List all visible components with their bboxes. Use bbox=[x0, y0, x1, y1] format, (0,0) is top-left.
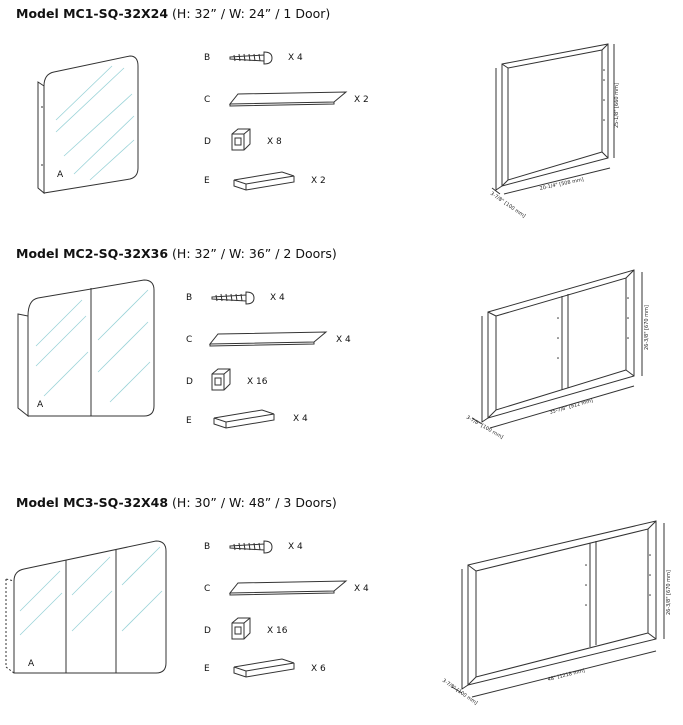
model-spec: (H: 32” / W: 24” / 1 Door) bbox=[168, 6, 331, 21]
cabinet-illustration bbox=[37, 55, 139, 195]
shelf-icon bbox=[208, 331, 328, 347]
model-name: Model MC3-SQ-32X48 bbox=[16, 495, 169, 510]
shelf-icon bbox=[228, 91, 348, 107]
part-c-qty: X 4 bbox=[354, 584, 369, 594]
cabinet-illustration bbox=[17, 279, 155, 418]
part-c-label: C bbox=[186, 335, 193, 345]
screw-icon bbox=[211, 291, 255, 305]
height-dimension: 26-3/8" [670 mm] bbox=[666, 570, 672, 615]
model-spec: (H: 30” / W: 48” / 3 Doors) bbox=[168, 495, 337, 510]
height-dimension: 26-3/8" [670 mm] bbox=[644, 305, 650, 350]
model-name: Model MC2-SQ-32X36 bbox=[16, 246, 169, 261]
model-section-1: Model MC1-SQ-32X24 (H: 32” / W: 24” / 1 … bbox=[0, 6, 683, 236]
part-d-qty: X 16 bbox=[267, 626, 288, 636]
cabinet-illustration bbox=[5, 540, 167, 674]
depth-dimension: 3-7/8" [100 mm] bbox=[441, 678, 479, 707]
model-title: Model MC3-SQ-32X48 (H: 30” / W: 48” / 3 … bbox=[16, 495, 337, 510]
depth-dimension: 3-7/8" [100 mm] bbox=[489, 191, 527, 220]
width-dimension: 20-1/4" [508 mm] bbox=[539, 177, 584, 192]
frame-dimension-drawing: 25-1/8" [660 mm] 20-1/4" [508 mm] 3-7/8"… bbox=[489, 43, 620, 220]
screw-icon bbox=[229, 51, 273, 65]
part-d-label: D bbox=[186, 377, 193, 387]
depth-dimension: 3-7/8" [100 mm] bbox=[465, 415, 504, 441]
part-a-label: A bbox=[37, 400, 44, 410]
part-b-label: B bbox=[186, 293, 193, 303]
part-e-qty: X 4 bbox=[293, 414, 308, 424]
part-c-qty: X 4 bbox=[336, 335, 351, 345]
part-c-label: C bbox=[204, 584, 211, 594]
model-section-2: Model MC2-SQ-32X36 (H: 32” / W: 36” / 2 … bbox=[0, 246, 683, 476]
width-dimension: 35-7/8" [912 mm] bbox=[549, 398, 594, 416]
part-c-label: C bbox=[204, 95, 211, 105]
model-section-3: Model MC3-SQ-32X48 (H: 30” / W: 48” / 3 … bbox=[0, 495, 683, 725]
shelf-clip-icon bbox=[211, 368, 231, 391]
model-title: Model MC1-SQ-32X24 (H: 32” / W: 24” / 1 … bbox=[16, 6, 330, 21]
height-dimension: 25-1/8" [660 mm] bbox=[614, 83, 620, 128]
model-title: Model MC2-SQ-32X36 (H: 32” / W: 36” / 2 … bbox=[16, 246, 337, 261]
part-e-label: E bbox=[204, 664, 210, 674]
part-d-label: D bbox=[204, 137, 211, 147]
part-b-label: B bbox=[204, 53, 211, 63]
shelf-clip-icon bbox=[231, 617, 251, 640]
part-e-label: E bbox=[186, 416, 192, 426]
width-dimension: 48" [1218 mm] bbox=[547, 668, 586, 683]
bracket-icon bbox=[213, 409, 275, 429]
frame-dimension-drawing: 26-3/8" [670 mm] 48" [1218 mm] 3-7/8" [1… bbox=[441, 520, 672, 707]
part-e-qty: X 6 bbox=[311, 664, 326, 674]
part-a-label: A bbox=[57, 170, 64, 180]
part-d-label: D bbox=[204, 626, 211, 636]
part-a-label: A bbox=[28, 659, 35, 669]
part-e-label: E bbox=[204, 176, 210, 186]
screw-icon bbox=[229, 540, 273, 554]
part-b-qty: X 4 bbox=[270, 293, 285, 303]
part-b-qty: X 4 bbox=[288, 542, 303, 552]
model-spec: (H: 32” / W: 36” / 2 Doors) bbox=[168, 246, 337, 261]
part-b-qty: X 4 bbox=[288, 53, 303, 63]
bracket-icon bbox=[233, 171, 295, 191]
part-c-qty: X 2 bbox=[354, 95, 369, 105]
part-d-qty: X 16 bbox=[247, 377, 268, 387]
part-b-label: B bbox=[204, 542, 211, 552]
part-d-qty: X 8 bbox=[267, 137, 282, 147]
shelf-icon bbox=[228, 580, 348, 596]
shelf-clip-icon bbox=[231, 128, 251, 151]
model-name: Model MC1-SQ-32X24 bbox=[16, 6, 169, 21]
bracket-icon bbox=[233, 658, 295, 678]
frame-dimension-drawing: 26-3/8" [670 mm] 35-7/8" [912 mm] 3-7/8"… bbox=[465, 269, 650, 441]
part-e-qty: X 2 bbox=[311, 176, 326, 186]
